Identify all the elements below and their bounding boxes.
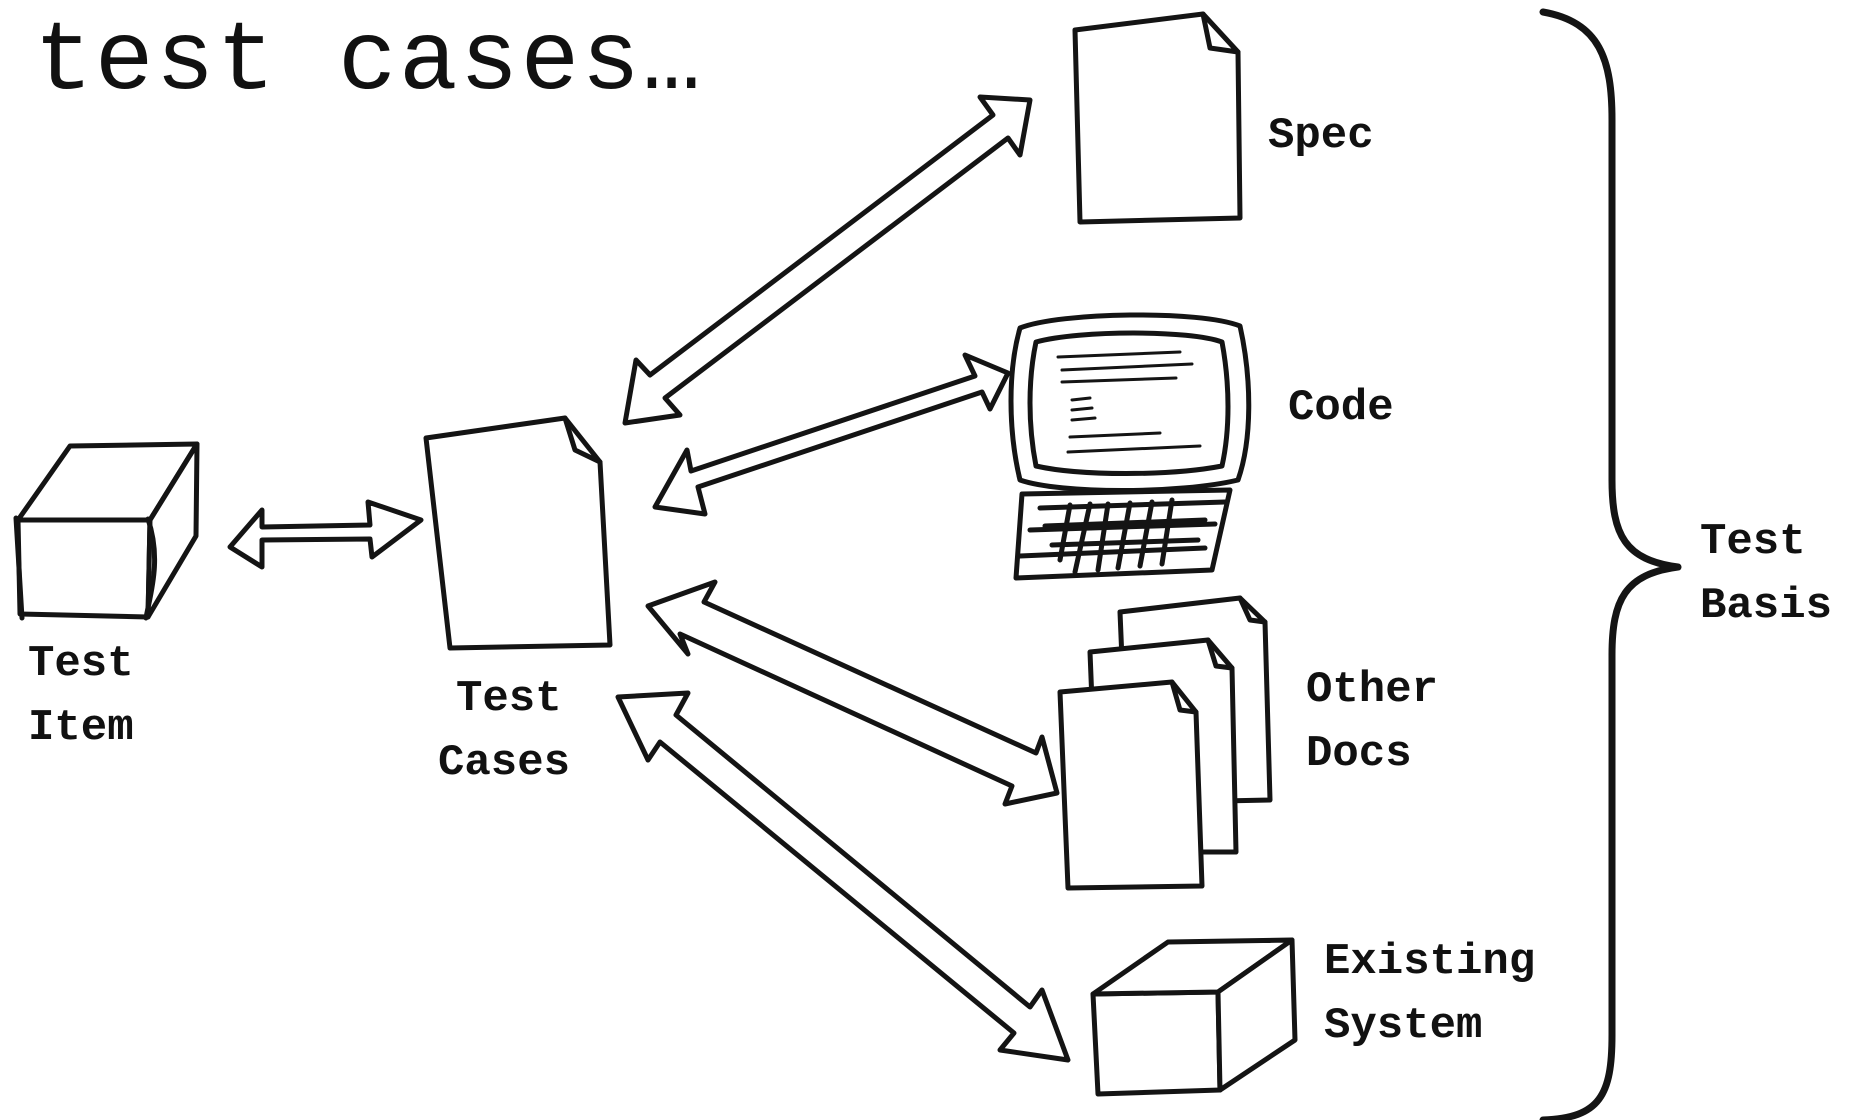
page-title: test cases… xyxy=(34,7,703,118)
test-cases-label: Test Cases xyxy=(438,667,570,795)
spec-label: Spec xyxy=(1268,104,1374,168)
test-item-box-icon xyxy=(13,441,200,621)
other-docs-label-line2: Docs xyxy=(1306,729,1412,779)
other-docs-stacked-documents-icon xyxy=(1057,595,1273,891)
existing-system-box-icon xyxy=(1090,937,1298,1097)
spec-label-text: Spec xyxy=(1268,111,1374,161)
arrow-test-cases-code xyxy=(652,352,1011,517)
arrow-test-cases-existing-system xyxy=(615,690,1071,1063)
test-item-label-line1: Test xyxy=(28,639,134,689)
existing-system-label: Existing System xyxy=(1324,930,1535,1058)
arrow-test-cases-other-docs xyxy=(645,579,1060,807)
code-label-text: Code xyxy=(1288,383,1394,433)
test-item-label: Test Item xyxy=(28,632,134,760)
test-basis-brace xyxy=(1539,8,1682,1120)
test-basis-label-line2: Basis xyxy=(1700,581,1833,631)
test-cases-label-line2: Cases xyxy=(438,738,571,788)
existing-system-label-line1: Existing xyxy=(1324,937,1536,987)
other-docs-label-line1: Other xyxy=(1306,665,1439,715)
test-cases-label-line1: Test xyxy=(456,674,562,724)
arrow-test-cases-spec xyxy=(622,94,1033,426)
test-basis-label: Test Basis xyxy=(1700,510,1832,638)
arrow-test-item-test-cases xyxy=(227,499,424,570)
test-basis-label-line1: Test xyxy=(1700,517,1806,567)
existing-system-label-line2: System xyxy=(1324,1001,1483,1051)
code-label: Code xyxy=(1288,376,1394,440)
code-computer-icon xyxy=(1008,312,1252,581)
other-docs-label: Other Docs xyxy=(1306,658,1438,786)
spec-document-icon xyxy=(1072,11,1243,225)
test-item-label-line2: Item xyxy=(28,703,134,753)
test-cases-document-icon xyxy=(423,415,613,651)
